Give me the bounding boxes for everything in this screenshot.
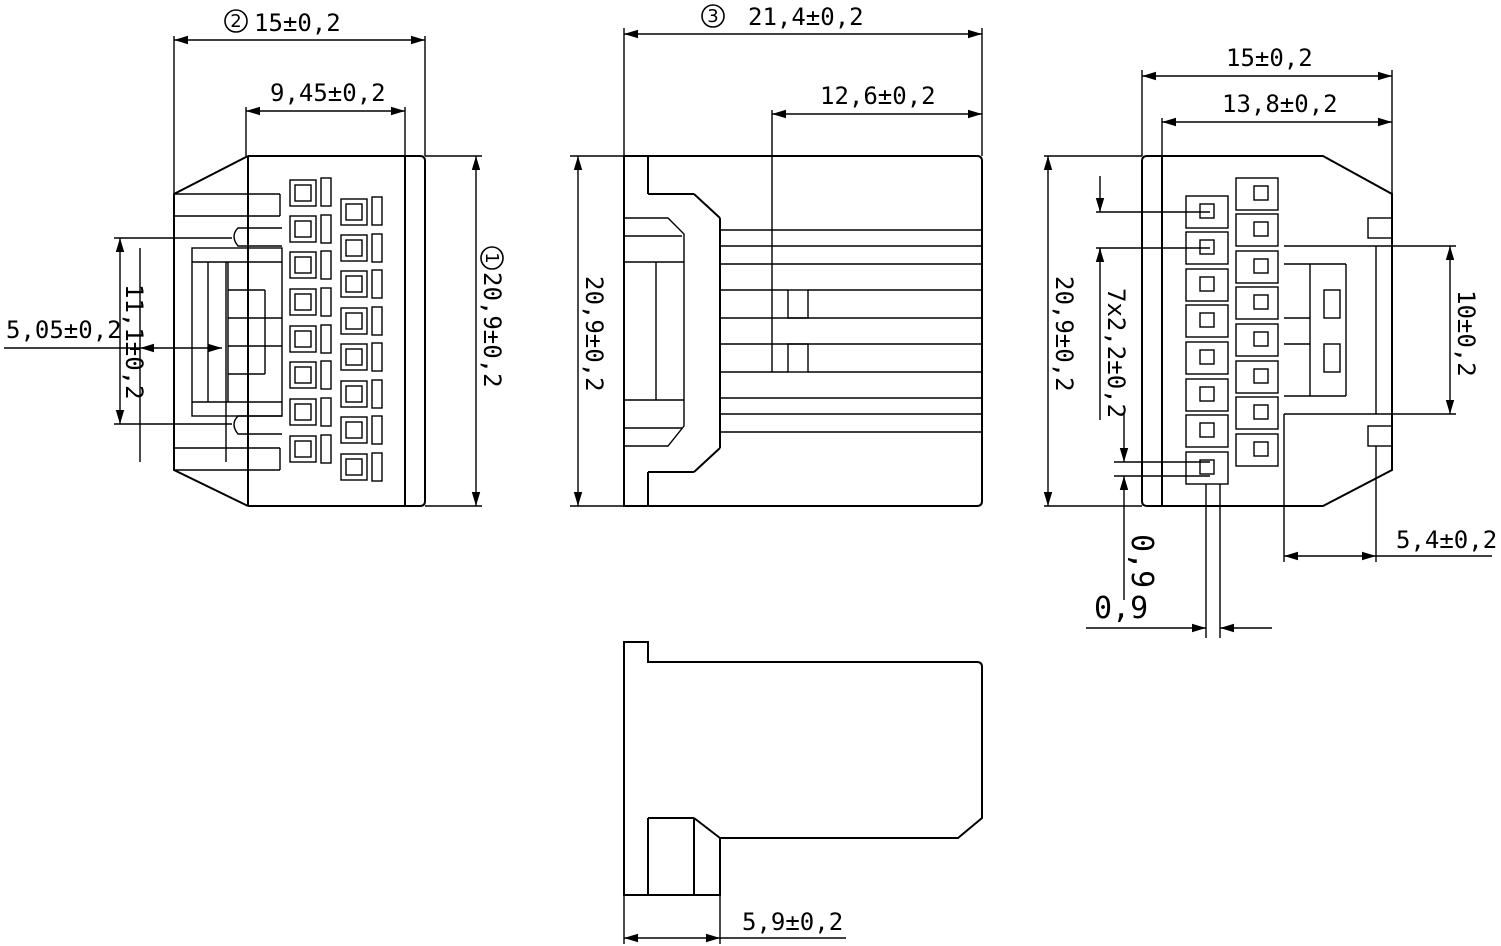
front-cavity-column-left xyxy=(289,177,332,464)
dim-front-width: 15±0,2 xyxy=(254,9,341,37)
dim-rear-pitch: 7x2,2±0,2 xyxy=(1102,288,1130,418)
dim-front-height: 20,9±0,2 xyxy=(478,272,506,388)
side-view: 3 21,4±0,2 12,6±0,2 20,9±0,2 xyxy=(570,3,983,507)
dim-front-inner-width: 9,45±0,2 xyxy=(270,79,386,107)
dim-rear-window-height: 10±0,2 xyxy=(1452,290,1480,377)
dim-rear-height: 20,9±0,2 xyxy=(1050,276,1078,392)
rear-cavity-column-left xyxy=(1185,195,1229,485)
dim-side-depth: 12,6±0,2 xyxy=(820,82,936,110)
dim-front-offset: 5,05±0,2 xyxy=(6,316,122,344)
callout-3: 3 xyxy=(707,6,718,27)
bottom-view: 5,9±0,2 xyxy=(623,641,983,944)
callout-1: 1 xyxy=(481,252,502,263)
dim-pin-width-b: 0,9 xyxy=(1094,591,1148,626)
rear-view: 15±0,2 13,8±0,2 20,9±0,2 7x2,2±0,2 0,9 xyxy=(1043,44,1497,638)
callout-2: 2 xyxy=(230,11,241,32)
dim-rear-width: 15±0,2 xyxy=(1226,44,1313,72)
front-view: 2 15±0,2 9,45±0,2 1 20,9±0,2 11,1±0,2 5,… xyxy=(4,9,506,507)
dim-bottom-flange: 5,9±0,2 xyxy=(742,908,843,936)
dim-rear-inner-width: 13,8±0,2 xyxy=(1222,90,1338,118)
dim-rear-window-offset: 5,4±0,2 xyxy=(1396,526,1497,554)
front-cavity-column-right xyxy=(340,196,383,482)
rear-cavity-column-right xyxy=(1235,177,1279,467)
dim-pin-width-a: 0,9 xyxy=(1124,534,1159,588)
dim-side-length: 21,4±0,2 xyxy=(748,3,864,31)
dim-side-height: 20,9±0,2 xyxy=(580,276,608,392)
dim-front-latch: 11,1±0,2 xyxy=(120,284,148,400)
